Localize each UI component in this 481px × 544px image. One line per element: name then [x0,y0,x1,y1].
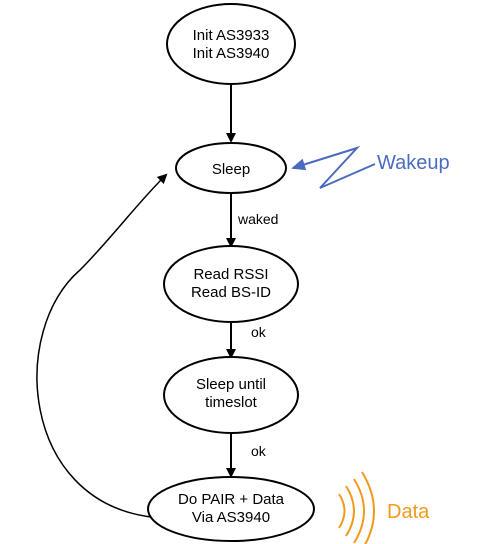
edge-label-waked: waked [237,211,278,227]
node-sleep-until-line1: Sleep until [196,376,266,393]
node-sleep-until: Sleep until timeslot [163,356,299,434]
data-annotation: Data [338,471,430,544]
wakeup-zigzag-icon [291,145,376,189]
node-pair-line2: Via AS3940 [192,509,270,526]
data-label: Data [387,501,430,523]
signal-waves-icon [338,471,375,544]
node-init-line2: Init AS3940 [193,45,270,62]
node-sleep: Sleep [175,142,287,194]
node-pair: Do PAIR + Data Via AS3940 [147,476,315,542]
node-read: Read RSSI Read BS-ID [163,245,299,323]
node-read-line2: Read BS-ID [191,284,271,301]
node-init: Init AS3933 Init AS3940 [166,3,296,85]
node-read-line1: Read RSSI [193,266,268,283]
edge-pair-to-sleep-loop [36,173,168,518]
wakeup-annotation: Wakeup [291,145,450,189]
edge-label-ok-2: ok [251,443,267,459]
edge-label-ok-1: ok [251,324,267,340]
node-sleep-label: Sleep [212,161,250,178]
node-sleep-until-line2: timeslot [205,394,258,411]
node-init-line1: Init AS3933 [193,27,270,44]
node-pair-line1: Do PAIR + Data [178,491,285,508]
wakeup-label: Wakeup [377,152,450,174]
